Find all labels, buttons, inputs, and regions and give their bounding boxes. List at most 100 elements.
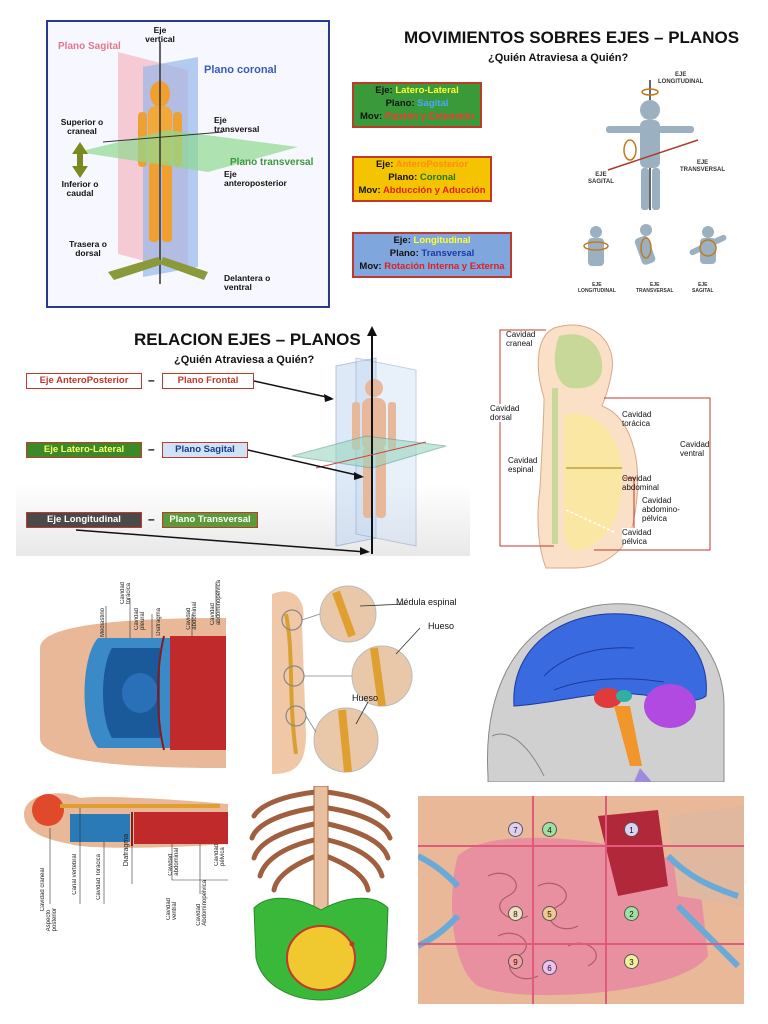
- label-cavidad-dorsal: Cavidad dorsal: [490, 404, 520, 422]
- eje-label: Eje:: [375, 159, 394, 170]
- region-4: 4: [542, 822, 557, 837]
- skeleton-pelvis-illustration: [249, 786, 393, 1001]
- mov-value: Flexión y Extensión: [384, 111, 475, 122]
- label-eje-transversal: Eje transversal: [214, 115, 260, 134]
- movements-panel: MOVIMIENTOS SOBRES EJES – PLANOS ¿Quién …: [340, 20, 760, 308]
- label-lat-diafragma: Diafragma: [123, 834, 130, 867]
- label-delantera: Delantera o ventral: [224, 273, 271, 292]
- label-eje-vertical: Eje vertical: [145, 25, 175, 44]
- mov-label: Mov:: [359, 261, 382, 272]
- label-lat-cavidad-abdominopelvica: Cavidad Abdominopélvica: [196, 880, 208, 926]
- spinal-cord-illustration: [272, 585, 421, 774]
- label-diafragma-v: Diafragma: [156, 608, 162, 636]
- plano-value: Sagital: [417, 98, 449, 109]
- region-3: 3: [624, 954, 639, 969]
- abdominal-regions-illustration: [418, 796, 744, 1004]
- brain-sagittal-panel: [484, 586, 728, 782]
- abdominal-regions-panel: 7 4 1 8 5 2 9 6 3: [418, 796, 744, 1004]
- label-lat-canal-vertebral: Canal vertebral: [72, 854, 78, 895]
- movements-subtitle: ¿Quién Atraviesa a Quién?: [488, 52, 629, 64]
- eje-value: Latero-Lateral: [395, 85, 459, 96]
- label-bottom-sagital: EJE SAGITAL: [692, 282, 714, 294]
- label-cavidad-abdominal-v: Cavidad abdominal: [186, 602, 198, 630]
- label-bottom-longitudinal: EJE LONGITUDINAL: [578, 282, 616, 294]
- plano-value: Coronal: [419, 172, 456, 183]
- movement-box-3-eje: Eje: Longitudinal: [354, 234, 510, 247]
- label-inferior: Inferior o caudal: [61, 179, 99, 198]
- label-cavidad-toracica: Cavidad torácica: [622, 410, 652, 428]
- mov-label: Mov:: [359, 111, 383, 122]
- row1-eje: Eje AnteroPosterior: [26, 373, 142, 389]
- lateral-cavities-illustration: [24, 793, 228, 904]
- region-9: 9: [508, 954, 523, 969]
- movement-box-3-plano: Plano: Transversal: [354, 247, 510, 260]
- plano-label: Plano:: [389, 248, 419, 259]
- label-superior: Superior o craneal: [60, 117, 104, 136]
- region-8: 8: [508, 906, 523, 921]
- eje-label: Eje:: [375, 85, 393, 96]
- movement-box-2-mov: Mov: Abducción y Aducción: [354, 184, 490, 197]
- movement-box-2: Eje: AnteroPosterior Plano: Coronal Mov:…: [352, 156, 492, 202]
- eje-label: Eje:: [393, 235, 411, 246]
- planes-diagram-panel: Plano Sagital Eje vertical Plano coronal…: [46, 20, 330, 308]
- row1-plano: Plano Frontal: [162, 373, 254, 389]
- body-cavities-profile-panel: Cavidad craneal Cavidad dorsal Cavidad t…: [484, 318, 724, 570]
- label-cavidad-abdominopelvica: Cavidad abdomino- pélvica: [642, 496, 680, 523]
- region-1: 1: [624, 822, 639, 837]
- movement-box-3-mov: Mov: Rotación Interna y Externa: [354, 260, 510, 273]
- plano-label: Plano:: [385, 98, 415, 109]
- region-5: 5: [542, 906, 557, 921]
- skeleton-pelvis-panel: [240, 786, 402, 1002]
- mov-label: Mov:: [358, 185, 381, 196]
- movement-box-3: Eje: Longitudinal Plano: Transversal Mov…: [352, 232, 512, 278]
- mov-value: Abducción y Aducción: [382, 185, 486, 196]
- row3-eje: Eje Longitudinal: [26, 512, 142, 528]
- label-cavidad-espinal: Cavidad espinal: [508, 456, 538, 474]
- movement-box-1-plano: Plano: Sagital: [354, 97, 480, 110]
- label-cavidad-abdominal: Cavidad abdominal: [622, 474, 659, 492]
- label-hueso-bottom: Hueso: [352, 693, 379, 703]
- mov-value: Rotación Interna y Externa: [384, 261, 505, 272]
- movement-box-2-plano: Plano: Coronal: [354, 171, 490, 184]
- brain-sagittal-illustration: [487, 603, 725, 782]
- row2-eje: Eje Latero-Lateral: [26, 442, 142, 458]
- row2-plano: Plano Sagital: [162, 442, 248, 458]
- relation-illustration: [75, 326, 447, 555]
- eje-value: AnteroPosterior: [395, 159, 469, 170]
- region-6: 6: [542, 960, 557, 975]
- relation-title: RELACION EJES – PLANOS: [134, 330, 361, 349]
- movements-title: MOVIMIENTOS SOBRES EJES – PLANOS: [404, 28, 740, 47]
- label-cavidad-craneal: Cavidad craneal: [506, 330, 536, 348]
- label-cavidad-toracica-v: Cavidad torácica: [120, 582, 132, 605]
- plano-label: Plano:: [388, 172, 418, 183]
- spinal-cord-panel: Médula espinal Hueso Hueso: [256, 584, 474, 780]
- label-lat-cavidad-ventral: Cavidad ventral: [166, 898, 178, 921]
- row2-dash: –: [148, 442, 155, 456]
- label-plano-coronal: Plano coronal: [204, 64, 277, 76]
- label-mediastino: Mediastino: [100, 608, 106, 638]
- eje-value: Longitudinal: [413, 235, 471, 246]
- label-eje-sagital: EJE SAGITAL: [588, 172, 614, 185]
- label-hueso-top: Hueso: [428, 621, 455, 631]
- plano-value: Transversal: [421, 248, 475, 259]
- label-lat-cavidad-toracica: Cavidad Torácica: [96, 854, 102, 900]
- label-lat-cavidad-craneal: Cavidad craneal: [40, 868, 46, 912]
- row3-dash: –: [148, 512, 155, 526]
- movement-box-1-mov: Mov: Flexión y Extensión: [354, 110, 480, 123]
- axes-figure-illustration: [583, 80, 727, 266]
- label-cavidad-abdominopelvica-v: Cavidad abdominopélvica: [210, 580, 222, 626]
- label-lat-cavidad-abdominal: Cavidad abdominal: [168, 848, 180, 876]
- label-cavidad-pelvica: Cavidad pélvica: [622, 528, 652, 546]
- movement-box-1: Eje: Latero-Lateral Plano: Sagital Mov: …: [352, 82, 482, 128]
- row1-dash: –: [148, 373, 155, 387]
- relation-subtitle: ¿Quién Atraviesa a Quién?: [174, 354, 315, 366]
- planes-illustration: [72, 42, 298, 284]
- thoracic-cavities-illustration: [40, 582, 226, 768]
- row3-plano: Plano Transversal: [162, 512, 258, 528]
- movement-box-1-eje: Eje: Latero-Lateral: [354, 84, 480, 97]
- label-plano-sagital: Plano Sagital: [58, 41, 121, 52]
- movement-box-2-eje: Eje: AnteroPosterior: [354, 158, 490, 171]
- thoracic-cavities-panel: Mediastino Cavidad torácica Cavidad pleu…: [20, 578, 226, 776]
- label-cavidad-ventral: Cavidad ventral: [680, 440, 710, 458]
- label-lat-aspecto-posterior: Aspecto posterior: [46, 908, 58, 932]
